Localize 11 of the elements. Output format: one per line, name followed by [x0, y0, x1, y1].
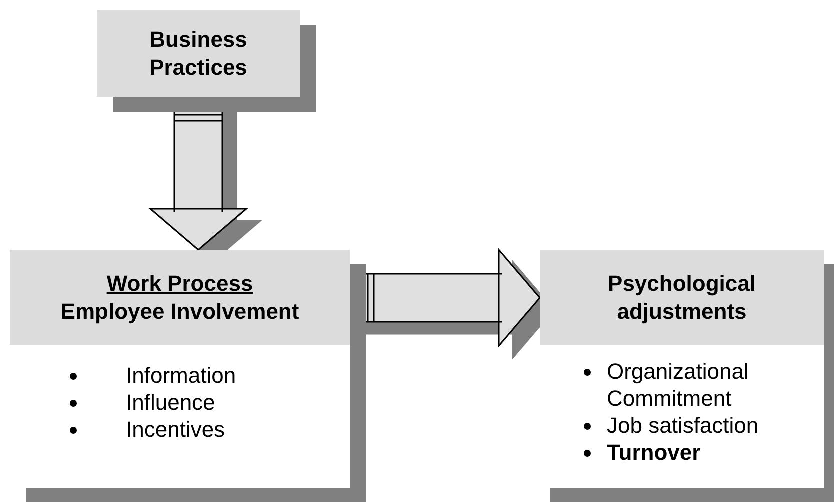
- box-heading: Business Practices: [148, 26, 248, 82]
- list-item: Turnover: [607, 439, 701, 466]
- list-item: Incentives: [126, 416, 226, 443]
- list-item: Job satisfaction: [607, 412, 759, 439]
- list-item: Organizational Commitment: [607, 358, 750, 412]
- box-heading: Work Process: [106, 270, 254, 298]
- list-item: Information: [126, 362, 236, 389]
- box-heading: Psychological adjustments: [607, 270, 757, 326]
- process-box: [97, 10, 300, 97]
- box-heading: Employee Involvement: [60, 298, 300, 326]
- list-item: Influence: [126, 389, 216, 416]
